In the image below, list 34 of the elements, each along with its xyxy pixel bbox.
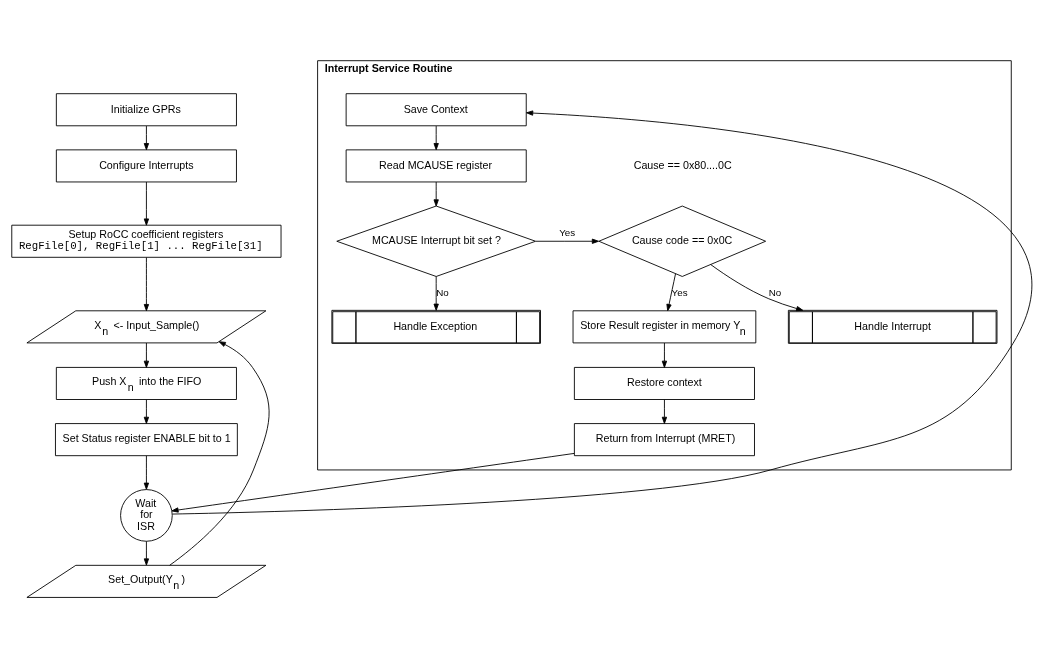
arrow (433, 125, 439, 150)
node-box: Save Context (345, 92, 527, 126)
node-box: Configure Interrupts (55, 148, 237, 182)
node-box: Set Status register ENABLE bit to 1 (55, 422, 238, 456)
arrow (535, 238, 599, 244)
node-box: Setup RoCC coefficient registers RegFile[0], RegFile[1] ... RegFile[31] (11, 224, 282, 258)
arrow (143, 125, 150, 150)
arrow (433, 181, 439, 206)
arrow (143, 398, 150, 424)
arrow (661, 398, 668, 424)
arrow (661, 342, 668, 368)
arrow (143, 540, 150, 566)
node-box: Read MCAUSE register (345, 148, 527, 182)
node-box: Initialize GPRs (55, 92, 237, 126)
edge-label: Yes (559, 226, 576, 238)
node-diamond: MCAUSE Interrupt bit set ? (336, 205, 537, 277)
edge-label: No (436, 286, 449, 298)
arrow (143, 342, 150, 368)
arrow (143, 454, 150, 490)
node-diamond: Cause code == 0x0C (598, 205, 767, 277)
arrow (171, 452, 575, 513)
node-box: Return from Interrupt (MRET) (573, 422, 755, 456)
arrow (710, 263, 804, 311)
edge-label: No (768, 286, 782, 298)
arrow (433, 275, 439, 311)
node-box: Restore context (573, 366, 755, 400)
edge-label: Yes (671, 286, 688, 298)
arrow (169, 340, 270, 566)
arrow (172, 109, 1031, 514)
node-circle: Wait for ISR (120, 488, 173, 542)
arrow (666, 272, 676, 311)
node-label: Cause == 0x80....0C (633, 158, 732, 171)
arrow (143, 256, 150, 311)
arrow (143, 181, 150, 226)
